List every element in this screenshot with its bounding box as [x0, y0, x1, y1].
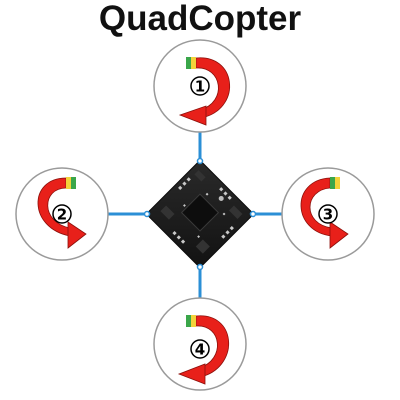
board-chip — [195, 239, 210, 254]
joint-left — [143, 210, 151, 218]
rotor-4-number: 4 — [195, 341, 205, 359]
rotor-4: 4 — [153, 297, 247, 391]
rotor-2: 2 — [15, 167, 109, 261]
joint-right — [249, 210, 257, 218]
board-chip — [160, 205, 175, 220]
rotation-arrow-icon — [177, 315, 229, 385]
rotor-3-number: 3 — [323, 206, 333, 224]
page-title: QuadCopter — [99, 0, 302, 38]
rotation-arrow-icon — [37, 177, 87, 249]
board-chip — [194, 170, 206, 182]
rotor-1-number-badge — [190, 76, 210, 96]
rotor-4-number-badge — [190, 339, 210, 359]
rotor-1: 1 — [153, 39, 247, 133]
rotation-arrow-icon — [300, 177, 349, 249]
joint-front — [196, 157, 204, 165]
arm-joints — [143, 157, 257, 271]
rotor-1-number: 1 — [195, 78, 205, 96]
rotor-3: 3 — [281, 167, 375, 261]
rotor-3-number-badge — [318, 204, 338, 224]
rotation-arrow-icon — [178, 57, 230, 126]
joint-back — [196, 263, 204, 271]
rotor-2-number-badge — [52, 204, 72, 224]
board-chip — [228, 205, 243, 219]
flight-controller-board — [147, 161, 253, 267]
rotor-2-number: 2 — [57, 206, 67, 224]
board-chip — [180, 193, 220, 232]
